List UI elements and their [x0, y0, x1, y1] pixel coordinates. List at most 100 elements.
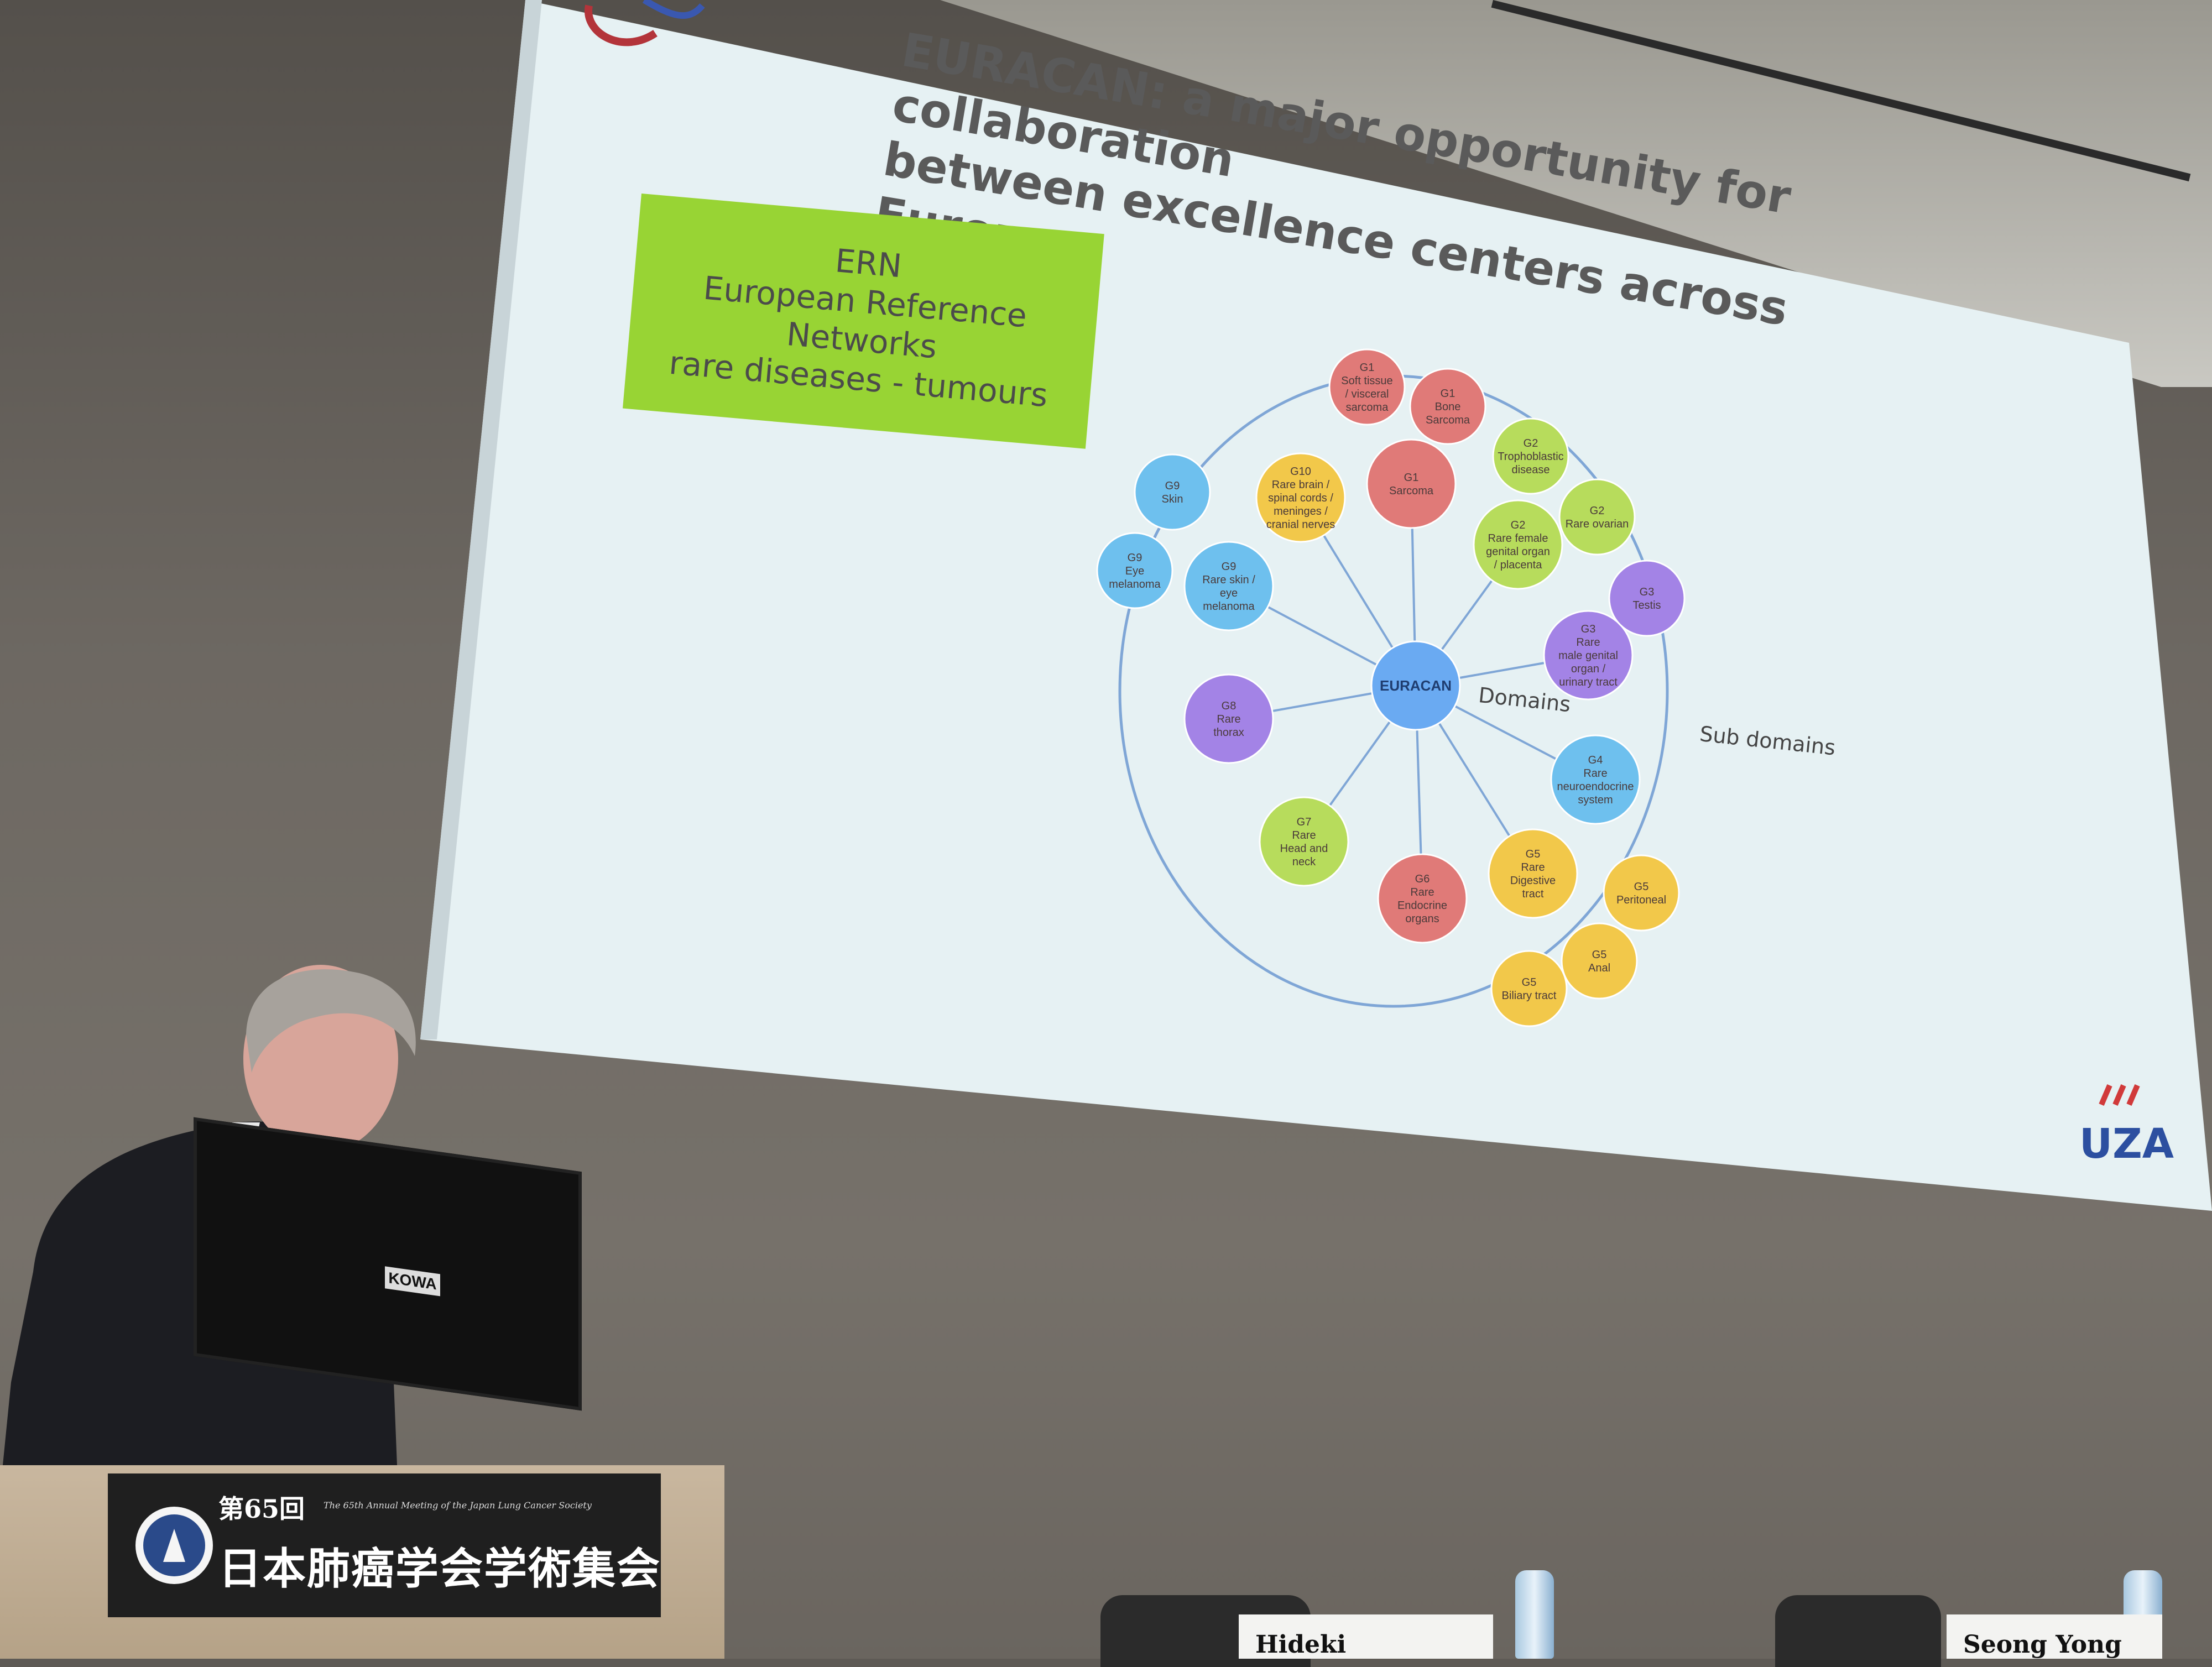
subdomain-node-label: Anal: [1588, 962, 1610, 974]
subdomain-node-label: G9: [1165, 480, 1180, 492]
chair: [1775, 1595, 1941, 1667]
domain-node: [1543, 610, 1634, 701]
subdomain-node-label: G3: [1640, 586, 1655, 598]
subdomain-node-label: G5: [1522, 976, 1537, 989]
subdomain-node-label: G5: [1634, 881, 1649, 893]
subdomain-node-label: G5: [1592, 949, 1607, 961]
domain-node: [1259, 796, 1349, 887]
subdomain-node: [1096, 532, 1173, 609]
domain-node-label: G7: [1297, 816, 1312, 828]
domain-node-label: Rare: [1292, 829, 1316, 842]
domain-node-label: Rare: [1583, 767, 1607, 780]
domain-node: [1550, 734, 1641, 825]
domain-node-label: meninges /: [1274, 505, 1328, 518]
domain-node: [1183, 541, 1274, 631]
subdomain-node-label: G1: [1441, 388, 1455, 400]
domain-node-label: Sarcoma: [1389, 485, 1434, 497]
uza-logo-stripes: [2099, 1084, 2140, 1106]
domain-node-label: Rare: [1521, 861, 1545, 874]
meeting-number: 第65回: [218, 1494, 305, 1524]
uza-logo: UZA: [2079, 1073, 2174, 1168]
domain-node-label: Rare skin /: [1202, 574, 1255, 586]
subdomain-node-label: Soft tissue: [1341, 375, 1392, 387]
ern-line: ERN: [833, 242, 904, 285]
euracan-center-node: [1370, 640, 1461, 731]
subdomain-node: [1561, 922, 1638, 1000]
podium-sign: 第65回 The 65th Annual Meeting of the Japa…: [108, 1473, 661, 1617]
domain-node-label: Rare brain /: [1272, 479, 1330, 491]
domain-node-label: neuroendocrine: [1557, 781, 1634, 793]
subdomain-node-label: Rare ovarian: [1566, 518, 1629, 530]
domain-node-label: organ /: [1571, 663, 1606, 675]
subdomain-node-label: Biliary tract: [1502, 990, 1557, 1002]
domain-node-label: G6: [1415, 873, 1430, 885]
domain-node-label: G1: [1404, 472, 1419, 484]
subdomain-node-label: melanoma: [1109, 578, 1161, 590]
domain-node-label: Head and: [1280, 843, 1328, 855]
name-card: Seong Yong Park: [1947, 1614, 2162, 1659]
domain-node-label: Rare: [1217, 713, 1240, 725]
domain-node: [1488, 828, 1578, 919]
subdomain-node-label: Trophoblastic: [1498, 451, 1563, 463]
domain-node-label: organs: [1405, 913, 1439, 925]
domain-node-label: male genital: [1558, 650, 1618, 662]
domain-node-label: G2: [1511, 519, 1526, 531]
subdomain-node-label: Skin: [1162, 493, 1183, 505]
domain-node-label: urinary tract: [1559, 676, 1618, 688]
subdomain-node-label: Peritoneal: [1616, 894, 1666, 906]
subdomain-node-label: Sarcoma: [1426, 414, 1470, 426]
domain-node-label: Endocrine: [1397, 900, 1447, 912]
domain-node-label: cranial nerves: [1266, 519, 1335, 531]
slide-edge-shadow: [420, 0, 542, 1039]
domain-node-label: Rare female: [1488, 532, 1548, 545]
domain-node: [1255, 452, 1346, 543]
domain-node-label: G3: [1581, 623, 1596, 635]
domain-node: [1183, 673, 1274, 764]
domain-node-label: Rare: [1576, 636, 1600, 649]
domain-node-label: genital organ: [1486, 546, 1550, 558]
domain-node-label: spinal cords /: [1268, 492, 1333, 504]
domain-node-label: neck: [1292, 856, 1316, 868]
subdomain-node: [1134, 453, 1211, 531]
subdomain-node-label: / visceral: [1345, 388, 1389, 400]
domain-node-label: / placenta: [1494, 559, 1543, 571]
domain-node: [1377, 853, 1468, 944]
subdomain-node: [1492, 417, 1569, 495]
society-emblem: [135, 1507, 213, 1584]
subdomain-node: [1558, 478, 1636, 556]
subdomain-node-label: Testis: [1632, 599, 1661, 612]
subdomain-node-label: Bone: [1435, 401, 1461, 413]
domain-node-label: system: [1578, 794, 1613, 806]
domain-node-label: Rare: [1410, 886, 1434, 898]
ern-box: ERN European Reference Networks rare dis…: [623, 194, 1104, 449]
domain-node: [1473, 499, 1563, 590]
domain-node-label: G10: [1290, 466, 1311, 478]
subdomain-node-label: sarcoma: [1346, 401, 1389, 414]
meeting-english-name: The 65th Annual Meeting of the Japan Lun…: [324, 1500, 592, 1511]
subdomain-node: [1603, 854, 1680, 932]
domain-node-label: G5: [1526, 848, 1541, 860]
subdomain-node-label: Eye: [1125, 565, 1144, 577]
top-left-logo: [585, 0, 705, 46]
domain-node-label: G4: [1588, 754, 1603, 766]
domain-node-label: eye: [1220, 587, 1238, 599]
uza-logo-text: UZA: [2079, 1120, 2174, 1168]
domain-node-label: melanoma: [1203, 600, 1255, 613]
subdomain-node-label: G2: [1524, 437, 1538, 450]
monitor-brand-label: KOWA: [385, 1266, 440, 1297]
name-card: Hideki: [1239, 1614, 1493, 1659]
water-bottle: [1515, 1570, 1554, 1659]
domain-node-label: thorax: [1213, 727, 1244, 739]
subdomain-node: [1608, 560, 1686, 637]
subdomain-node-label: disease: [1512, 464, 1550, 476]
subdomain-node: [1490, 950, 1568, 1027]
domain-node-label: G9: [1222, 561, 1237, 573]
domain-node-label: tract: [1522, 888, 1544, 900]
subdomain-node: [1328, 348, 1406, 426]
euracan-center-label: EURACAN: [1380, 677, 1452, 694]
subdomain-node-label: G9: [1128, 552, 1142, 564]
subdomain-node: [1409, 368, 1486, 445]
domain-node-label: G8: [1222, 700, 1237, 712]
domain-node: [1366, 438, 1457, 529]
